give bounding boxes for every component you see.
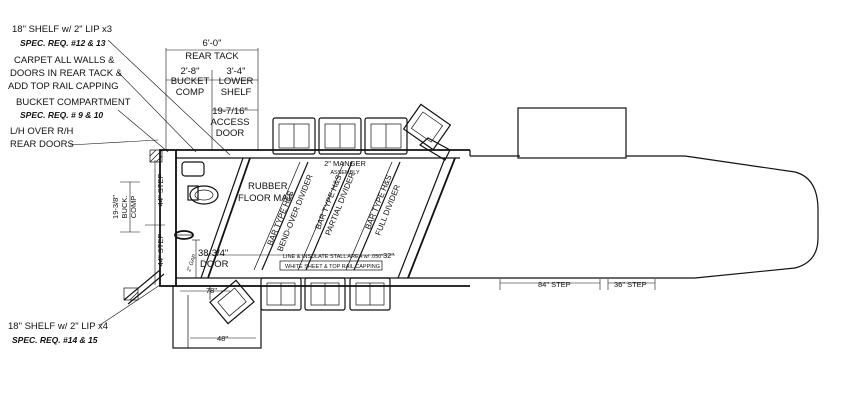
dim-78: 78" [206, 286, 217, 295]
rear-door-area [172, 285, 262, 349]
windows-bottom [209, 277, 391, 325]
stall-line-text-2: WHITE SHEET & TOP RAIL CAPPING [285, 264, 380, 270]
lh-over-line-2: REAR DOORS [10, 139, 74, 150]
dim-48: 48" [217, 334, 228, 343]
rear-tack-fixtures [123, 149, 219, 305]
floor-mat-line-1: RUBBER [248, 181, 288, 192]
carpet-line-2: DOORS IN REAR TACK & [10, 68, 123, 79]
stall-dividers [253, 161, 401, 271]
dim-32: 32" [383, 251, 394, 260]
rear-tack-label: REAR TACK [185, 51, 239, 62]
shelf-top-spec: SPEC. REQ. #12 & 13 [20, 38, 106, 48]
rear-tack-width: 6'-0" [203, 38, 222, 49]
top-dimensions [165, 48, 259, 150]
lower-shelf-dim: 3'-4" [227, 66, 246, 77]
leader-lines [69, 39, 231, 326]
bucket-comp-label-2: COMP [176, 87, 205, 98]
access-door-label-2: DOOR [216, 128, 245, 139]
carpet-line-1: CARPET ALL WALLS & [14, 55, 115, 66]
bucket-spec: SPEC. REQ. # 9 & 10 [20, 110, 103, 120]
bucket-comp-dim: 2'-8" [181, 66, 200, 77]
step-36: 36" STEP [614, 280, 647, 289]
gap-label: 2" GAP [186, 253, 198, 272]
shelf-bottom-title: 18" SHELF w/ 2" LIP x4 [8, 321, 108, 332]
lower-shelf-label-1: LOWER [219, 76, 254, 87]
side-bucket-dim: 19-3/8" [111, 195, 120, 219]
shelf-top-title: 18" SHELF w/ 2" LIP x3 [12, 24, 112, 35]
bucket-title: BUCKET COMPARTMENT [16, 97, 131, 108]
door-label: DOOR [200, 259, 229, 270]
manger-sub-label: ASSEMBLY [330, 170, 360, 176]
door-dim: 38-3/4" [198, 248, 228, 259]
access-door-label-1: ACCESS [210, 117, 249, 128]
step-lower: 44" STEP [156, 234, 165, 267]
shelf-bottom-spec: SPEC. REQ. #14 & 15 [12, 335, 98, 345]
floor-mat-line-2: FLOOR MAT [238, 193, 293, 204]
lh-over-line-1: L/H OVER R/H [10, 126, 73, 137]
access-door-dim: 19-7/16" [212, 106, 248, 117]
lower-shelf-label-2: SHELF [221, 87, 252, 98]
side-dimensions [120, 160, 656, 339]
step-84: 84" STEP [538, 280, 571, 289]
bucket-comp-label-1: BUCKET [171, 76, 210, 87]
carpet-line-3: ADD TOP RAIL CAPPING [8, 81, 119, 92]
windows-top [272, 103, 452, 161]
manger-label: 2" MANGER [324, 159, 366, 168]
side-bucket-label-1: BUCK. [120, 196, 129, 219]
stall-line-text: LINE & INSULATE STALL AREA w/ .050" [283, 254, 383, 260]
step-upper: 44" STEP [156, 174, 165, 207]
side-bucket-label-2: COMP [129, 196, 138, 219]
